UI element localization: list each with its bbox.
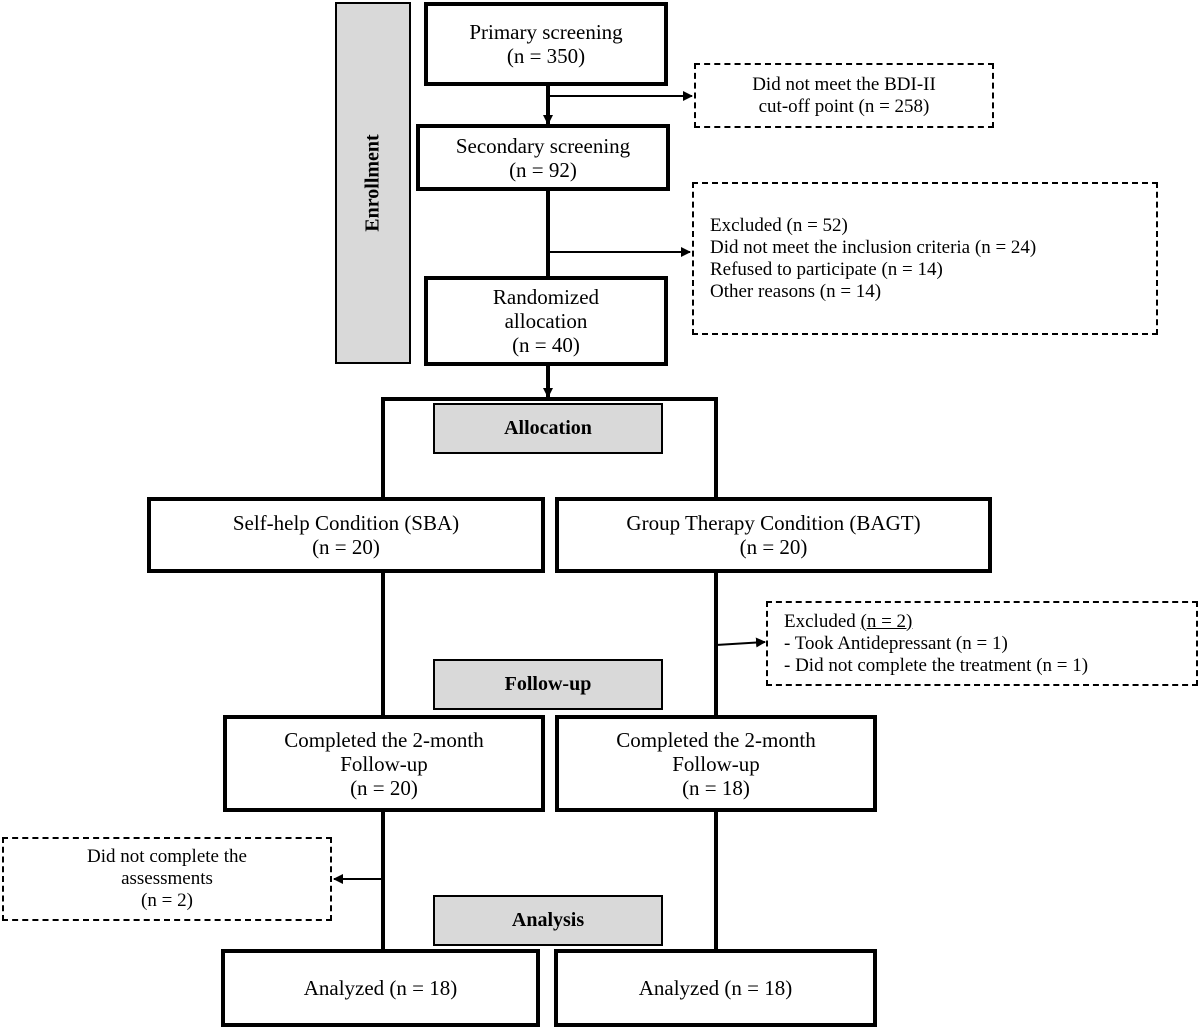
sba-incomplete-line2: assessments [121,868,213,889]
sba-followup-line3: (n = 20) [350,775,418,800]
bagt-excluded-line2: - Took Antidepressant (n = 1) [784,632,1008,654]
bagt-followup-line1: Completed the 2-month [616,727,816,752]
bagt-excluded-line3: - Did not complete the treatment (n = 1) [784,654,1089,676]
sba-followup-line1: Completed the 2-month [284,727,484,752]
sba-incomplete-line3: (n = 2) [141,890,193,911]
excluded-main-line3: Refused to participate (n = 14) [710,258,943,280]
bagt-analyzed-box: Analyzed (n = 18) [554,949,877,1027]
bagt-condition-box: Group Therapy Condition (BAGT) (n = 20) [555,497,992,573]
allocation-text: Allocation [504,417,592,439]
arrow-to-bagt-excluded [715,637,766,648]
bagt-followup-line2: Follow-up [672,751,760,776]
sba-followup-line2: Follow-up [340,751,428,776]
bagt-followup-line3: (n = 18) [682,775,750,800]
excluded-main-line4: Other reasons (n = 14) [710,280,882,302]
excluded-main-line1: Excluded (n = 52) [710,214,848,236]
bagt-line1: Group Therapy Condition (BAGT) [626,511,921,535]
sba-analyzed-box: Analyzed (n = 18) [221,949,540,1027]
bdi-line2: cut-off point (n = 258) [758,95,930,117]
bagt-analyzed-text: Analyzed (n = 18) [638,976,793,1000]
randomized-line2: allocation [504,309,588,333]
stage-label-analysis: Analysis [433,895,663,946]
sba-incomplete-line1: Did not complete the [87,846,247,867]
randomized-line3: (n = 40) [512,333,580,357]
secondary-screening-box: Secondary screening (n = 92) [416,124,670,191]
randomized-allocation-box: Randomized allocation (n = 40) [424,276,668,366]
excluded-main-box: Excluded (n = 52) Did not meet the inclu… [692,182,1158,335]
stage-label-enrollment: Enrollment [335,2,411,364]
analysis-text: Analysis [511,909,585,931]
allocation-frame [381,397,718,497]
followup-text: Follow-up [504,673,592,695]
primary-line2: (n = 350) [506,44,586,68]
excluded-main-line2: Did not meet the inclusion criteria (n =… [710,236,1037,258]
secondary-line1: Secondary screening [455,133,631,158]
bagt-followup-box: Completed the 2-month Follow-up (n = 18) [555,715,877,812]
bagt-excluded-label: Excluded [784,610,861,632]
primary-screening-box: Primary screening (n = 350) [424,2,668,86]
sba-line1: Self-help Condition (SBA) [232,511,460,535]
bdi-excluded-box: Did not meet the BDI-II cut-off point (n… [694,63,994,128]
sba-followup-box: Completed the 2-month Follow-up (n = 20) [223,715,545,812]
sba-incomplete-box: Did not complete the assessments (n = 2) [2,837,332,921]
sba-condition-box: Self-help Condition (SBA) (n = 20) [147,497,545,573]
bdi-line1: Did not meet the BDI-II [752,73,936,95]
stage-label-allocation: Allocation [433,403,663,454]
bagt-line2: (n = 20) [739,535,808,559]
primary-line1: Primary screening [469,20,623,44]
stage-label-followup: Follow-up [433,659,663,710]
enrollment-text: Enrollment [361,134,384,232]
randomized-line1: Randomized [492,285,600,309]
bagt-excluded-box: Excluded (n = 2) - Took Antidepressant (… [766,601,1198,686]
bagt-excluded-count: (n = 2) [860,610,913,632]
sba-line2: (n = 20) [312,535,380,559]
secondary-line2: (n = 92) [509,157,577,182]
sba-analyzed-text: Analyzed (n = 18) [303,976,458,1000]
